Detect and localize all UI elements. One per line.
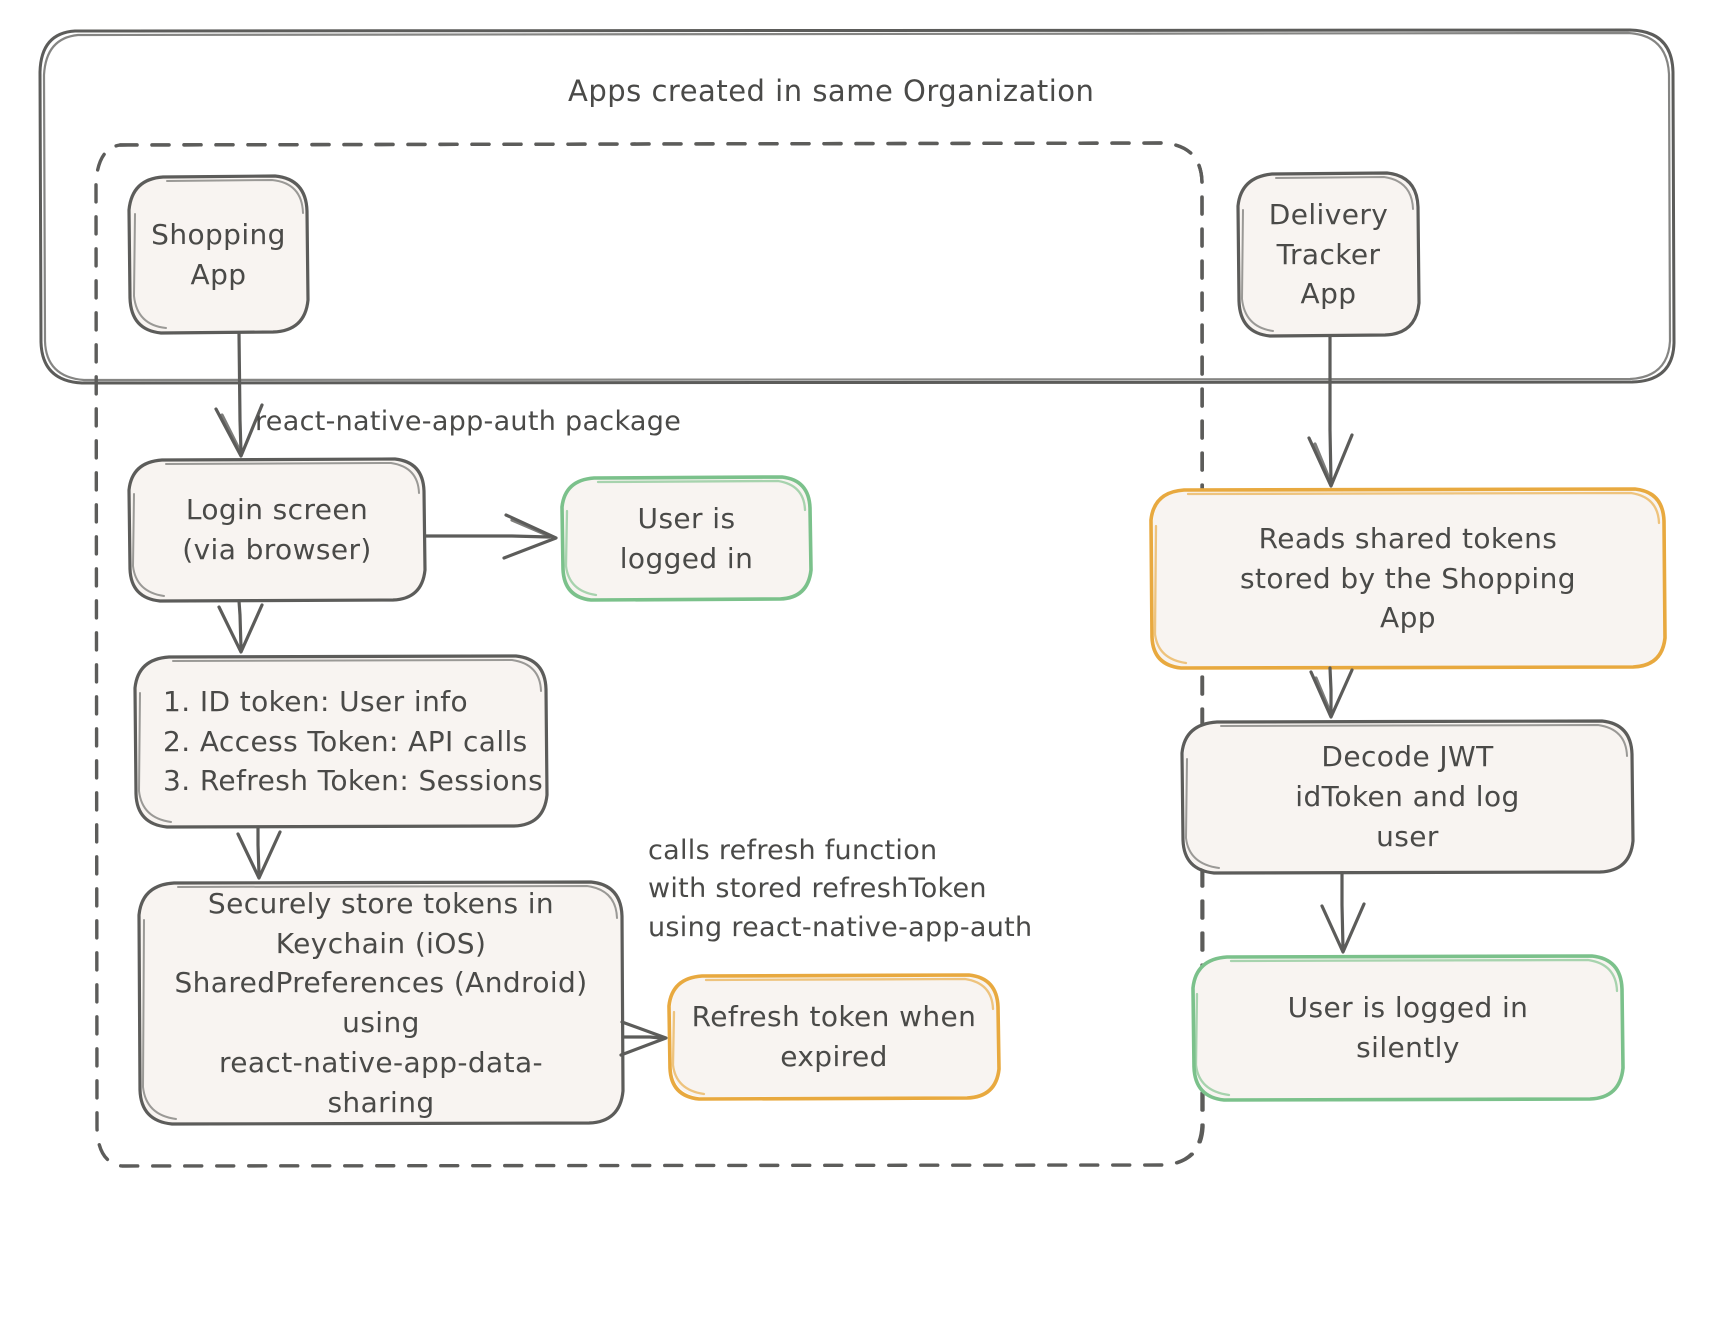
node-decode-jwt-shape[interactable] (1180, 719, 1635, 875)
node-tokens-list-shape[interactable] (133, 654, 549, 829)
edge-login-to-user-logged-in (423, 513, 558, 560)
edge-tokens-to-store (236, 825, 282, 880)
group-title-org: Apps created in same Organization (568, 74, 1095, 108)
node-shopping-app-shape[interactable] (127, 174, 310, 335)
edge-login-to-tokens (217, 599, 264, 654)
node-delivery-tracker-shape[interactable] (1236, 171, 1421, 338)
group-org-outline (38, 28, 1676, 385)
node-reads-shared-tokens-shape[interactable] (1149, 487, 1667, 670)
node-user-logged-in-shape[interactable] (560, 475, 813, 602)
edge-shopping-to-login (214, 331, 264, 458)
edge-tracker-to-reads (1307, 334, 1354, 488)
node-refresh-token-shape[interactable] (667, 973, 1001, 1101)
edge-label-refresh-function: calls refresh function with stored refre… (648, 835, 1033, 943)
node-secure-store-shape[interactable] (137, 880, 625, 1126)
node-user-logged-in-silently-shape[interactable] (1191, 954, 1625, 1102)
edge-store-to-refresh (619, 1020, 668, 1057)
edge-label-auth-package: react-native-app-auth package (255, 406, 682, 437)
edge-decode-to-silent (1320, 871, 1366, 954)
group-shopping-flow-outline (94, 141, 1205, 1168)
node-login-screen-shape[interactable] (127, 457, 427, 603)
edge-reads-to-decode (1309, 666, 1354, 719)
